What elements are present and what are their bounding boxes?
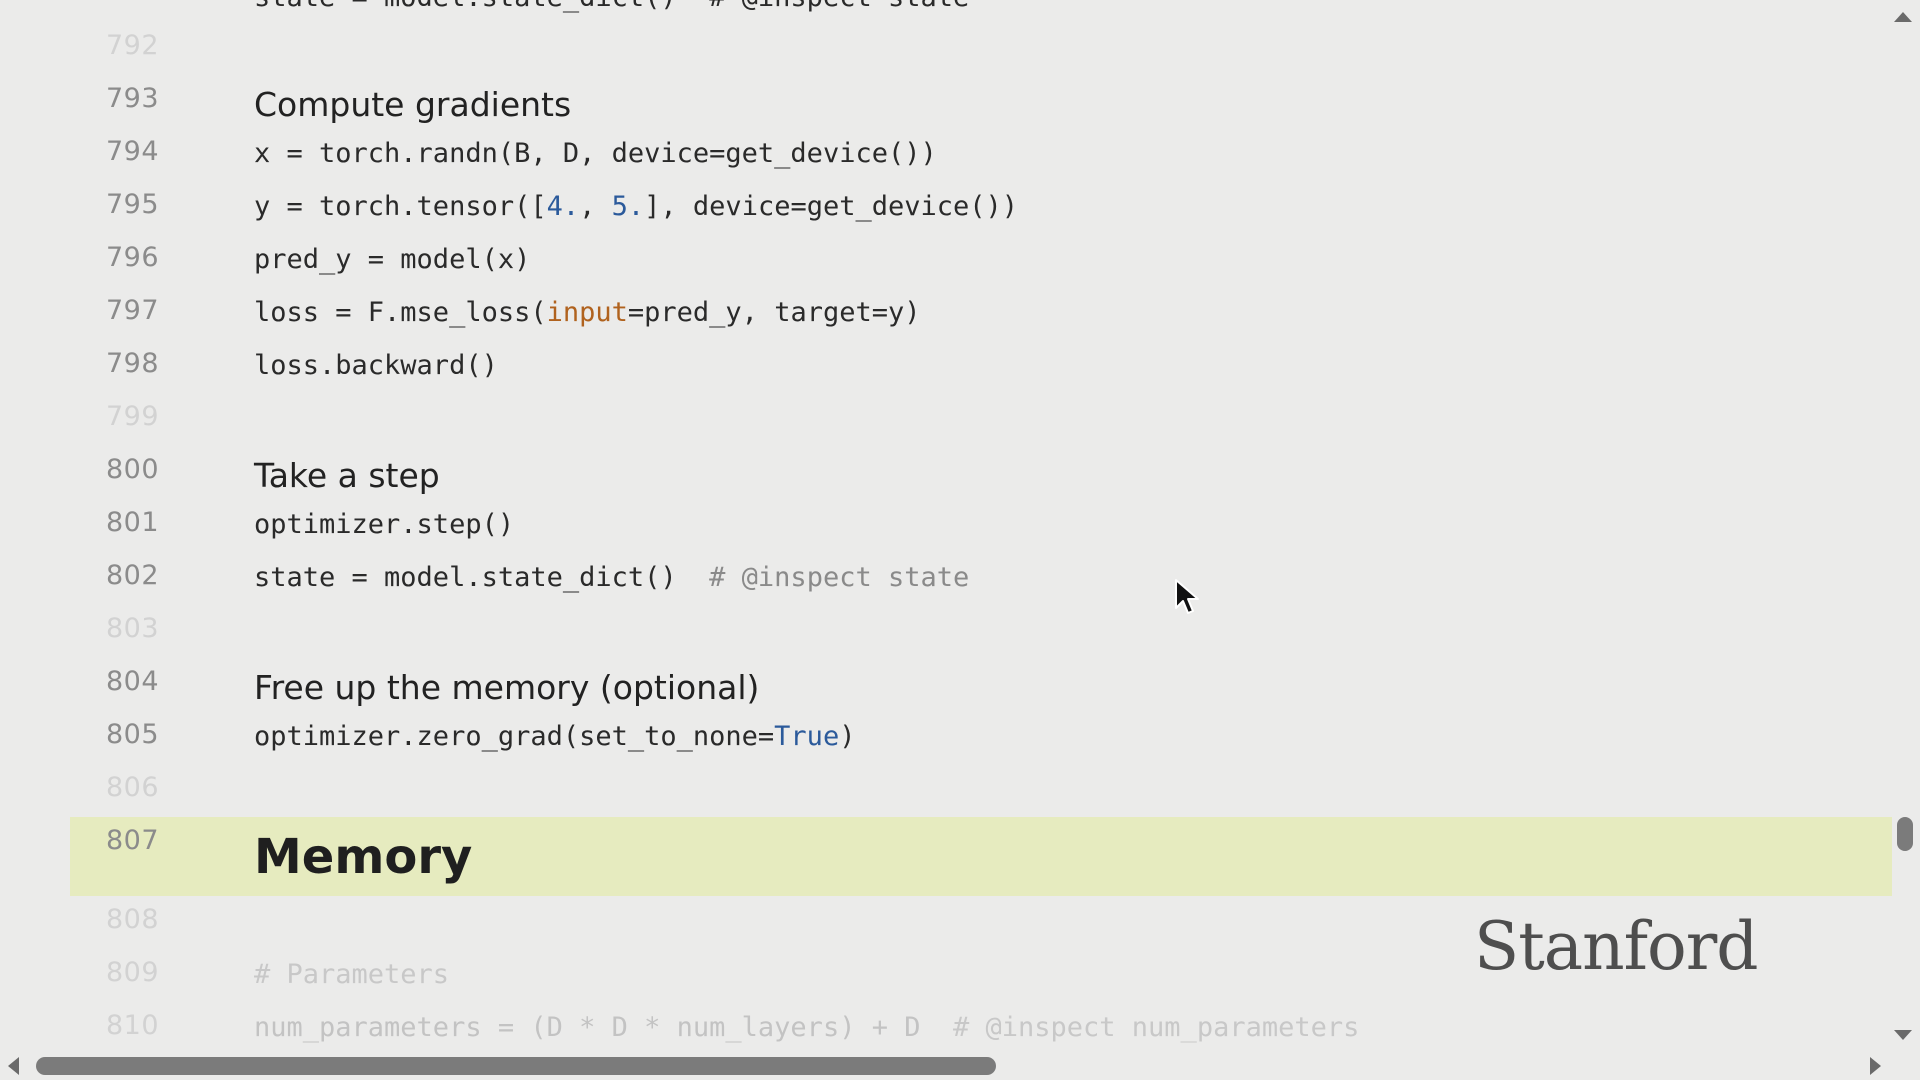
line-number: 803 [106, 613, 160, 644]
code-text: x = torch.randn(B, D, device=get_device(… [254, 138, 937, 169]
code-line-804: 804 Free up the memory (optional) [70, 662, 1892, 712]
keyword-argument: input [546, 297, 628, 328]
boolean-constant: True [774, 721, 840, 752]
inspect-comment: # @inspect state [709, 562, 970, 593]
line-number: 796 [106, 242, 160, 273]
line-number: 794 [106, 136, 160, 167]
code-line-796: 796 pred_y = model(x) [70, 238, 1892, 288]
scroll-right-arrow-icon[interactable] [1870, 1057, 1881, 1075]
scroll-left-arrow-icon[interactable] [8, 1057, 19, 1075]
code-line-797: 797 loss = F.mse_loss(input=pred_y, targ… [70, 291, 1892, 341]
code-token: , [579, 191, 612, 222]
vertical-scrollbar-thumb[interactable] [1897, 817, 1913, 851]
section-comment: Compute gradients [254, 85, 572, 124]
line-number: 805 [106, 719, 160, 750]
code-line-794: 794 x = torch.randn(B, D, device=get_dev… [70, 132, 1892, 182]
line-number: 800 [106, 454, 160, 485]
code-text: optimizer.step() [254, 509, 515, 540]
code-line-808: 808 [70, 900, 1892, 950]
code-text: # Parameters [254, 959, 449, 990]
code-text: optimizer.zero_grad(set_to_none=True) [254, 721, 855, 752]
line-number: 810 [106, 1010, 160, 1041]
code-text: num_parameters = (D * D * num_layers) + … [254, 1012, 1359, 1043]
code-comment: # Parameters [254, 959, 450, 990]
code-text: pred_y = model(x) [254, 244, 531, 275]
section-comment: Take a step [254, 456, 440, 495]
code-line-795: 795 y = torch.tensor([4., 5.], device=ge… [70, 185, 1892, 235]
section-heading: Memory [254, 829, 473, 885]
mouse-pointer-icon [1175, 579, 1199, 614]
code-text: loss.backward() [254, 350, 498, 381]
line-number: 801 [106, 507, 160, 538]
line-number: 807 [106, 825, 160, 856]
code-line-809: 809 # Parameters [70, 953, 1892, 1003]
code-text: y = torch.tensor([4., 5.], device=get_de… [254, 191, 1018, 222]
code-line-799: 799 [70, 397, 1892, 447]
code-line-801: 801 optimizer.step() [70, 503, 1892, 553]
line-number: 797 [106, 295, 160, 326]
code-line-805: 805 optimizer.zero_grad(set_to_none=True… [70, 715, 1892, 765]
line-number: 792 [106, 30, 160, 61]
line-number: 804 [106, 666, 160, 697]
code-line-802: 802 state = model.state_dict() # @inspec… [70, 556, 1892, 606]
line-number: 798 [106, 348, 160, 379]
code-line-798: 798 loss.backward() [70, 344, 1892, 394]
line-number: 809 [106, 957, 160, 988]
code-token: ], device=get_device()) [644, 191, 1019, 222]
code-line-806: 806 [70, 768, 1892, 818]
line-number: 799 [106, 401, 160, 432]
line-number: 808 [106, 904, 160, 935]
horizontal-scrollbar-thumb[interactable] [36, 1057, 996, 1075]
code-token: loss = F.mse_loss( [254, 297, 547, 328]
line-number: 806 [106, 772, 160, 803]
code-token: optimizer.zero_grad(set_to_none= [254, 721, 775, 752]
inspect-comment: # @inspect num_parameters [952, 1012, 1360, 1043]
code-token: state = model.state_dict() [254, 562, 710, 593]
code-text: state = model.state_dict() # @inspect st… [254, 562, 969, 593]
number-literal: 5. [611, 191, 645, 222]
line-number: 793 [106, 83, 160, 114]
line-number: 802 [106, 560, 160, 591]
line-number: 795 [106, 189, 160, 220]
code-line-792: 792 [70, 26, 1892, 76]
code-line-807-highlighted[interactable]: 807 Memory [70, 817, 1892, 896]
code-token: num_parameters = (D * D * num_layers) + … [254, 1012, 953, 1043]
code-text: loss = F.mse_loss(input=pred_y, target=y… [254, 297, 921, 328]
cutoff-code-line: state = model.state_dict() # @inspect st… [254, 0, 969, 13]
scroll-up-arrow-icon[interactable] [1894, 12, 1912, 22]
stanford-watermark: Stanford [1474, 908, 1759, 985]
code-line-793: 793 Compute gradients [70, 79, 1892, 129]
scroll-down-arrow-icon[interactable] [1894, 1030, 1912, 1040]
code-line-803: 803 [70, 609, 1892, 659]
code-line-810: 810 num_parameters = (D * D * num_layers… [70, 1006, 1892, 1056]
code-token: y = torch.tensor([ [254, 191, 547, 222]
section-comment: Free up the memory (optional) [254, 668, 760, 707]
code-line-800: 800 Take a step [70, 450, 1892, 500]
code-token: =pred_y, target=y) [627, 297, 921, 328]
number-literal: 4. [546, 191, 580, 222]
code-token: ) [839, 721, 856, 752]
